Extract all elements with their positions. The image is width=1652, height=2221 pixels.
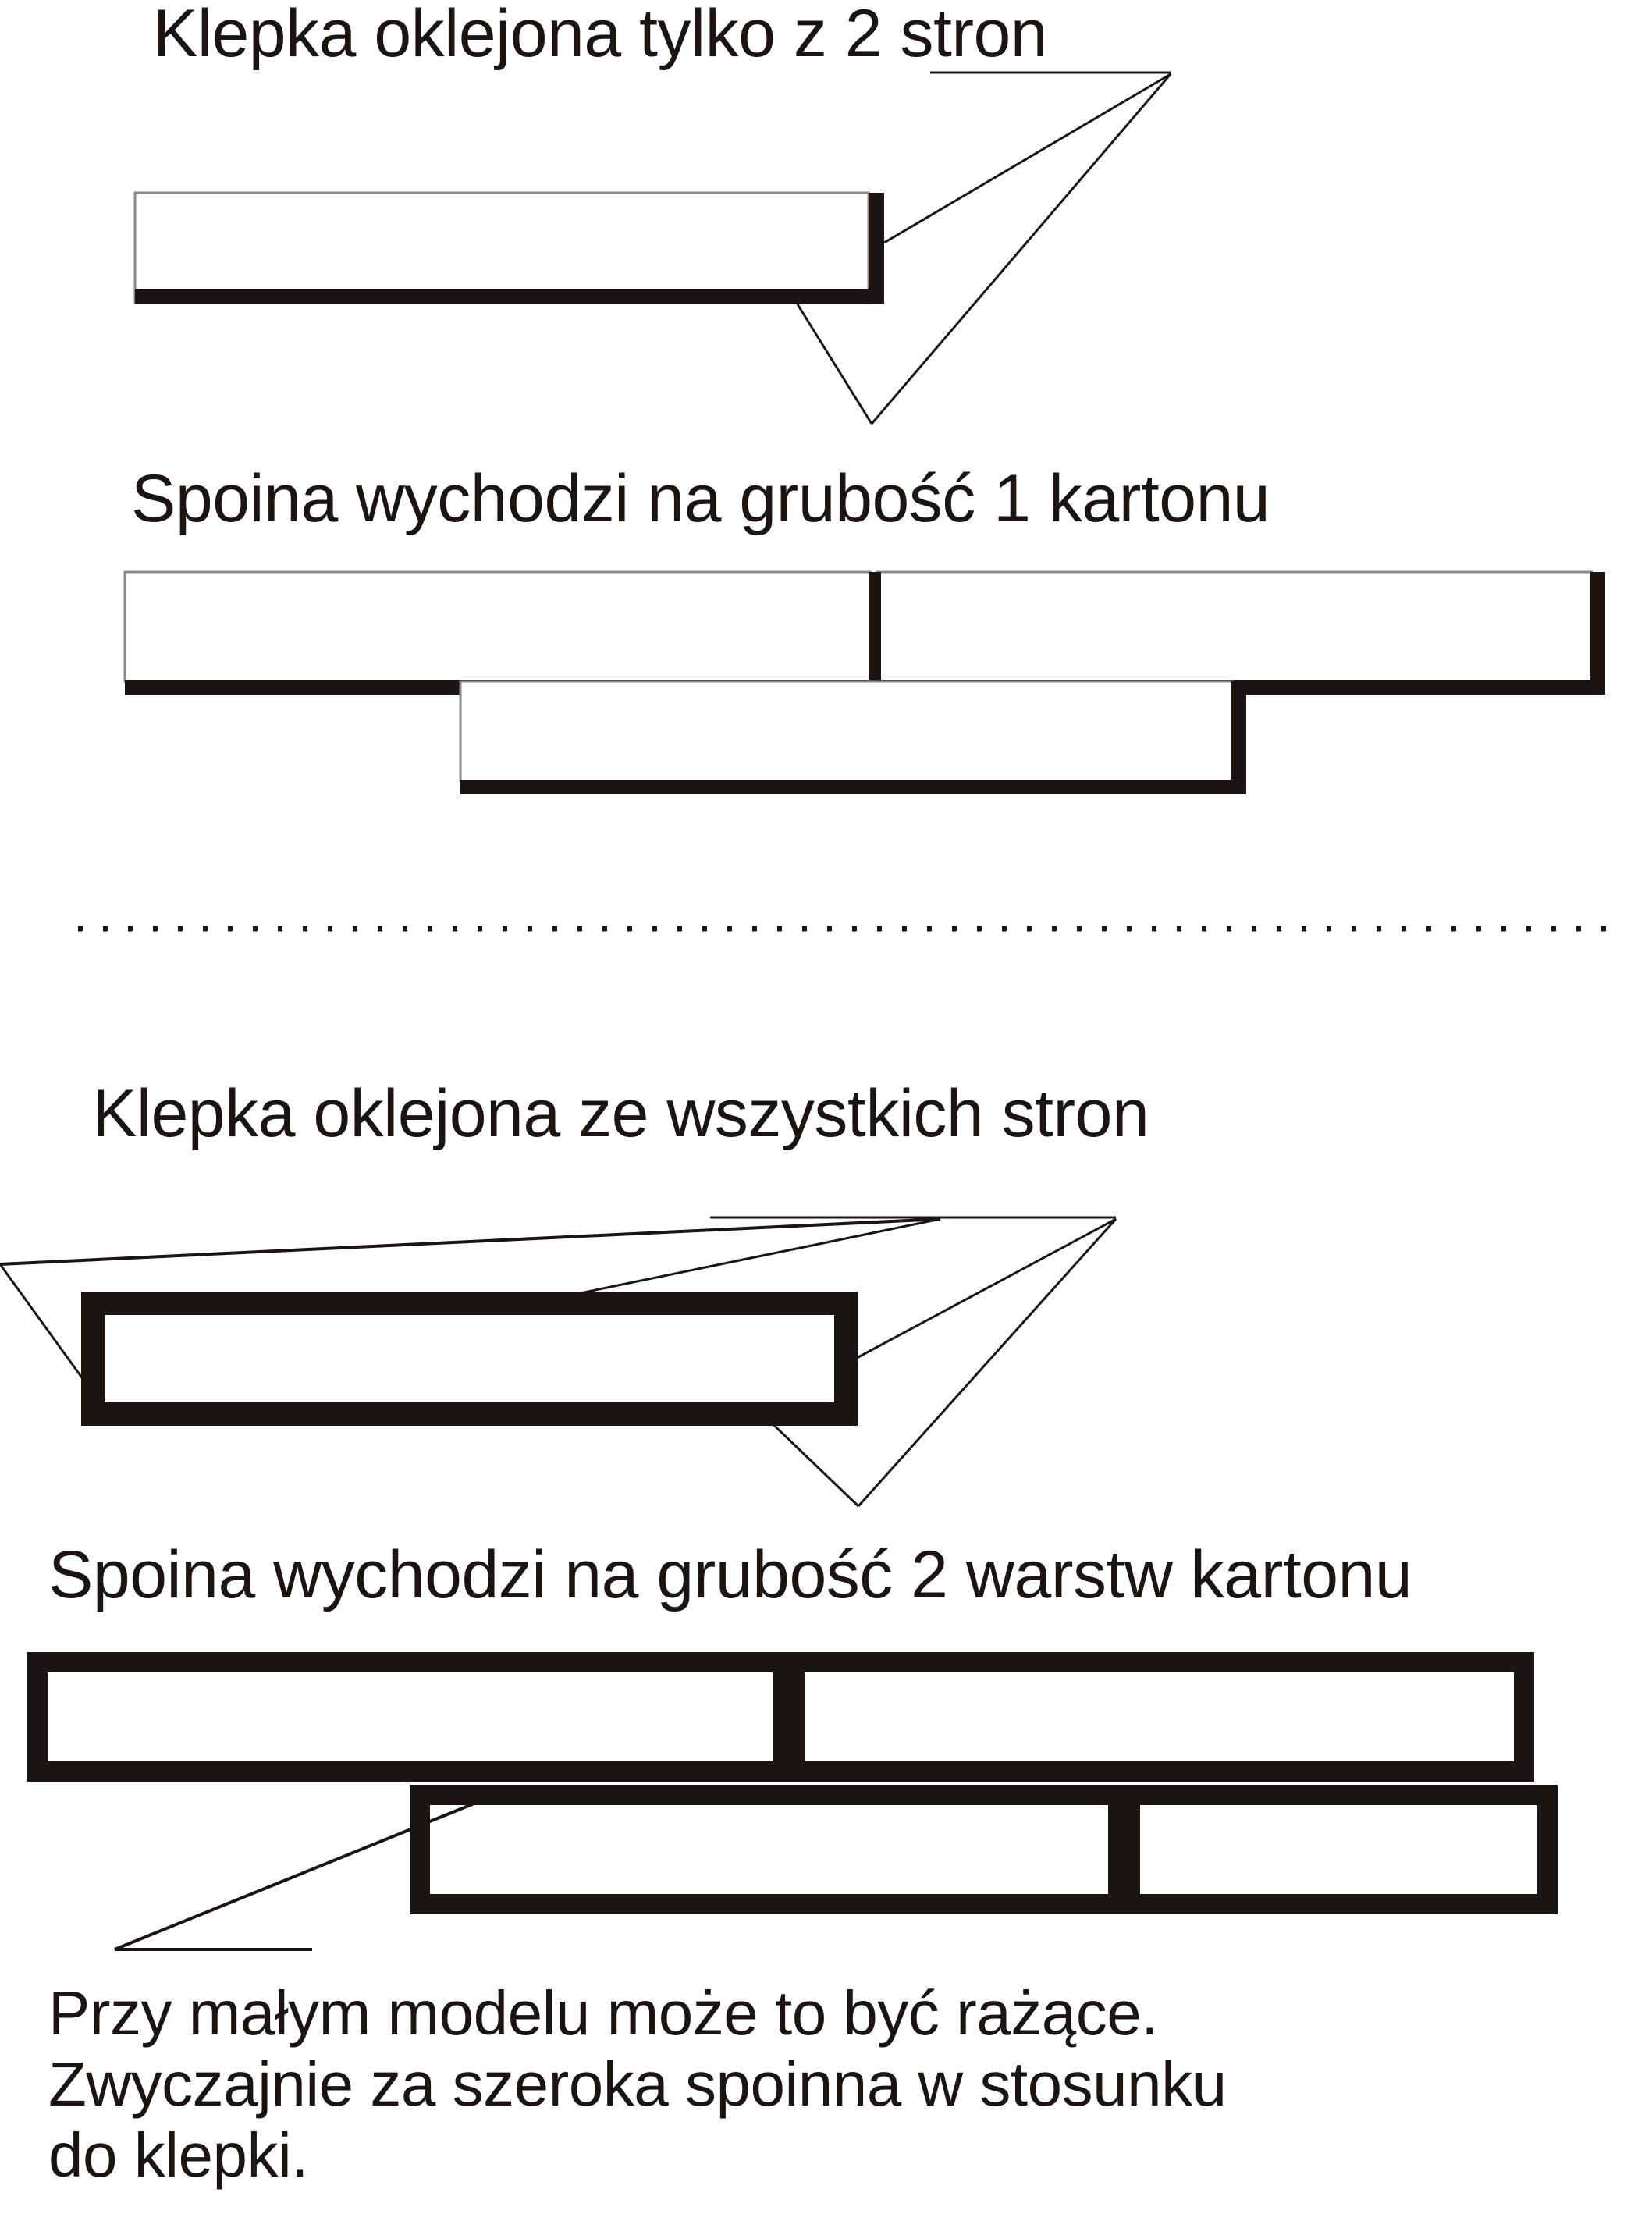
course-1-plank-left-body <box>48 1672 773 1761</box>
leader-line-to-top-edge <box>515 1217 941 1308</box>
leader-line-to-apex <box>857 1217 1117 1508</box>
course-1-vertical-joint <box>869 572 881 681</box>
section-1-figure <box>133 71 1172 425</box>
glued-edge-right <box>869 193 884 303</box>
course-2-plank-right-body <box>1140 1805 1537 1894</box>
course-2-plank-left-body <box>430 1805 1108 1894</box>
section-2-figure <box>123 570 1605 794</box>
section-3-figure <box>0 1216 1117 1508</box>
course-1-glued-edge-right <box>1590 572 1605 681</box>
course-1-plank-left <box>123 570 872 683</box>
course-2-plank-right-frame <box>1120 1785 1558 1914</box>
section-3-caption: Klepka oklejona ze wszystkich stron <box>92 1076 1149 1151</box>
leader-line-to-bottom-edge <box>763 1415 860 1508</box>
plank-glued-all-sides-frame <box>81 1292 858 1426</box>
section-1-caption: Klepka oklejona tylko z 2 stron <box>153 0 1048 71</box>
section-4-caption: Spoina wychodzi na grubość 2 warstw kart… <box>48 1537 1412 1612</box>
course-2-glued-edge-bottom <box>460 780 1246 794</box>
course-2-plank <box>459 680 1235 783</box>
course-1-plank-left-frame <box>27 1652 793 1782</box>
note-line-3: do klepki. <box>48 2120 308 2191</box>
leader-line-to-bottom-edge <box>796 304 873 425</box>
leader-line-to-left-outer <box>0 1217 941 1266</box>
course-1-plank-right-frame <box>784 1652 1534 1782</box>
section-2-caption: Spoina wychodzi na grubość 1 kartonu <box>131 461 1270 536</box>
course-1-plank-right <box>876 570 1593 683</box>
plank-body <box>133 191 870 304</box>
leader-line-to-right-edge <box>883 73 1171 244</box>
glued-edge-bottom <box>135 289 884 304</box>
bottom-note: Przy małym modelu może to być rażące. Zw… <box>48 1978 1609 2191</box>
plank-glued-all-sides-body <box>105 1315 834 1402</box>
note-line-2: Zwyczajnie za szeroka spoinna w stosunku <box>48 2049 1227 2120</box>
course-1-plank-right-body <box>805 1672 1514 1761</box>
note-line-1: Przy małym modelu może to być rażące. <box>48 1978 1158 2048</box>
leader-line-to-apex <box>870 73 1172 425</box>
leader-line-to-note <box>114 1801 477 1951</box>
course-2-plank-left-frame <box>410 1785 1128 1914</box>
leader-line-to-right-edge <box>846 1217 1117 1365</box>
leader-line-to-left-edge <box>0 1263 103 1405</box>
section-4-figure <box>27 1652 1558 1951</box>
course-2-glued-edge-right <box>1231 681 1246 781</box>
